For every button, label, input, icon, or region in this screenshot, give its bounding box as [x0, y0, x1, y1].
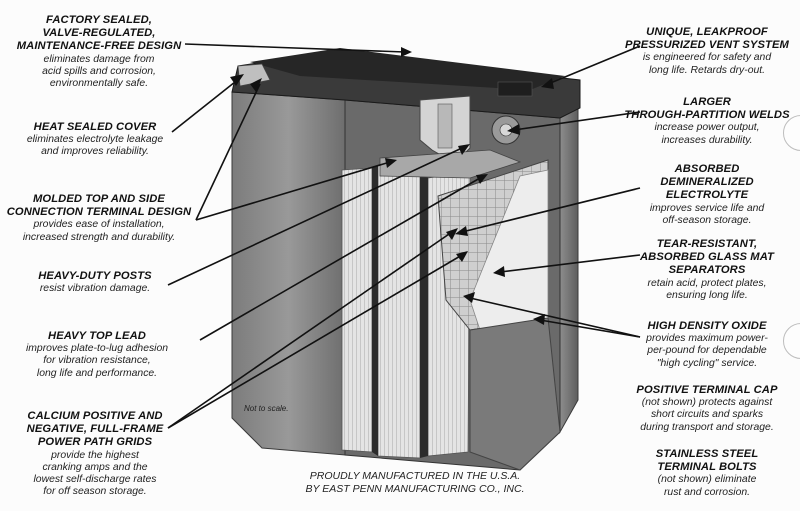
- callout-title: FACTORY SEALED, VALVE-REGULATED, MAINTEN…: [4, 14, 194, 54]
- callout-calcium-grids: CALCIUM POSITIVE AND NEGATIVE, FULL-FRAM…: [0, 410, 190, 499]
- callout-desc: retain acid, protect plates, ensuring lo…: [622, 278, 792, 303]
- callout-desc: (not shown) eliminate rust and corrosion…: [622, 474, 792, 499]
- callout-desc: (not shown) protects against short circu…: [622, 397, 792, 434]
- callout-electrolyte: ABSORBED DEMINERALIZED ELECTROLYTE impro…: [622, 163, 792, 227]
- callout-title: HEAT SEALED COVER: [0, 121, 190, 134]
- callout-title: LARGER THROUGH-PARTITION WELDS: [622, 96, 792, 122]
- callout-oxide: HIGH DENSITY OXIDE provides maximum powe…: [622, 320, 792, 370]
- callout-desc: provide the highest cranking amps and th…: [0, 450, 190, 499]
- callout-heavy-duty-posts: HEAVY-DUTY POSTS resist vibration damage…: [0, 270, 190, 295]
- callout-heavy-top-lead: HEAVY TOP LEAD improves plate-to-lug adh…: [2, 330, 192, 380]
- plate-stack-2: [378, 162, 420, 458]
- callout-title: TEAR-RESISTANT, ABSORBED GLASS MAT SEPAR…: [622, 238, 792, 278]
- callout-title: MOLDED TOP AND SIDE CONNECTION TERMINAL …: [4, 193, 194, 219]
- callout-title: UNIQUE, LEAKPROOF PRESSURIZED VENT SYSTE…: [622, 26, 792, 52]
- callout-title: CALCIUM POSITIVE AND NEGATIVE, FULL-FRAM…: [0, 410, 190, 450]
- pressurized-vent: [498, 82, 532, 96]
- callout-title: STAINLESS STEEL TERMINAL BOLTS: [622, 448, 792, 474]
- callout-title: ABSORBED DEMINERALIZED ELECTROLYTE: [622, 163, 792, 203]
- callout-title: HEAVY TOP LEAD: [2, 330, 192, 343]
- callout-title: POSITIVE TERMINAL CAP: [622, 384, 792, 397]
- callout-desc: is engineered for safety and long life. …: [622, 52, 792, 77]
- callout-desc: improves service life and off-season sto…: [622, 203, 792, 228]
- callout-desc: resist vibration damage.: [0, 283, 190, 295]
- manufacturer-footer: PROUDLY MANUFACTURED IN THE U.S.A. BY EA…: [290, 470, 540, 496]
- callout-title: HIGH DENSITY OXIDE: [622, 320, 792, 333]
- callout-desc: eliminates damage from acid spills and c…: [4, 54, 194, 91]
- callout-molded-terminal: MOLDED TOP AND SIDE CONNECTION TERMINAL …: [4, 193, 194, 244]
- oxide-section: [470, 318, 560, 470]
- callout-desc: improves plate-to-lug adhesion for vibra…: [2, 343, 192, 380]
- scale-note: Not to scale.: [244, 404, 288, 413]
- callout-glass-mat: TEAR-RESISTANT, ABSORBED GLASS MAT SEPAR…: [622, 238, 792, 302]
- callout-factory-sealed: FACTORY SEALED, VALVE-REGULATED, MAINTEN…: [4, 14, 194, 90]
- case-right-wall: [560, 108, 578, 432]
- callout-partition-welds: LARGER THROUGH-PARTITION WELDS increase …: [622, 96, 792, 147]
- callout-heat-sealed-cover: HEAT SEALED COVER eliminates electrolyte…: [0, 121, 190, 159]
- callout-title: HEAVY-DUTY POSTS: [0, 270, 190, 283]
- callout-vent-system: UNIQUE, LEAKPROOF PRESSURIZED VENT SYSTE…: [622, 26, 792, 77]
- case-left-wall: [232, 92, 345, 455]
- callout-terminal-cap: POSITIVE TERMINAL CAP (not shown) protec…: [622, 384, 792, 434]
- callout-desc: provides ease of installation, increased…: [4, 219, 194, 244]
- callout-desc: provides maximum power- per-pound for de…: [622, 333, 792, 370]
- callout-desc: increase power output, increases durabil…: [622, 122, 792, 147]
- cell-partition: [372, 165, 378, 456]
- callout-desc: eliminates electrolyte leakage and impro…: [0, 134, 190, 159]
- callout-terminal-bolts: STAINLESS STEEL TERMINAL BOLTS (not show…: [622, 448, 792, 499]
